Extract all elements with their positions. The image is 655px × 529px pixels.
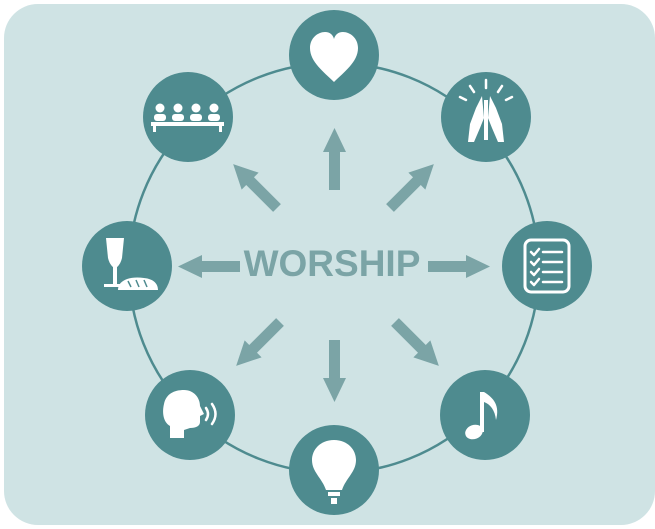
arrow-down-right: [391, 318, 439, 366]
arrow-down: [323, 340, 346, 402]
node-top-right: [441, 72, 531, 162]
speaking-head-icon: [163, 390, 217, 438]
checklist-icon: [523, 238, 571, 294]
node-top-left: [143, 72, 233, 162]
arrow-up-right: [386, 164, 434, 212]
congregation-icon: [151, 103, 224, 132]
node-right: [502, 221, 592, 311]
node-top: [289, 10, 379, 100]
arrows: [178, 128, 490, 402]
bread-and-wine-icon: [104, 238, 158, 290]
arrow-right: [428, 255, 490, 278]
node-bottom: [289, 425, 379, 515]
diagram-title: WORSHIP: [243, 243, 421, 284]
heart-icon: [310, 32, 358, 82]
arrow-down-left: [236, 318, 284, 366]
node-bottom-right: [440, 370, 530, 460]
praying-hands-icon: [458, 78, 514, 142]
arrow-up-left: [233, 164, 281, 212]
arrow-left: [178, 255, 240, 278]
arrow-up: [323, 128, 346, 190]
node-bottom-left: [145, 370, 235, 460]
music-note-icon: [465, 392, 498, 440]
node-left: [82, 221, 172, 311]
lightbulb-icon: [312, 440, 356, 504]
